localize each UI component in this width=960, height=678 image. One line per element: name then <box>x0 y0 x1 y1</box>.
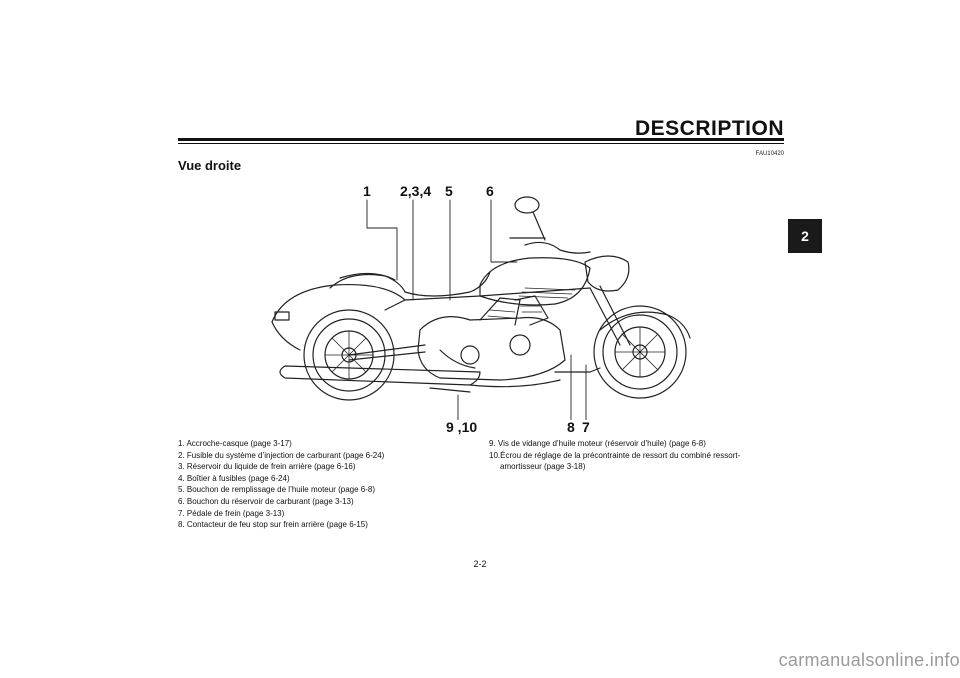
callout-5: 5 <box>445 183 453 199</box>
page-number: 2-2 <box>473 559 487 569</box>
leader-line-6 <box>490 199 518 263</box>
legend-item: 9. Vis de vidange d’huile moteur (réserv… <box>489 439 706 448</box>
leader-line-1 <box>366 199 398 281</box>
reference-code: FAU10420 <box>755 151 784 157</box>
legend-item-continuation: amortisseur (page 3-18) <box>500 462 586 472</box>
legend-item: 10.Écrou de réglage de la précontrainte … <box>489 450 741 460</box>
chapter-tab: 2 <box>788 219 822 253</box>
callout-9-10: 9 ,10 <box>446 419 478 435</box>
callout-7: 7 <box>582 419 590 435</box>
header-rule-thin <box>178 143 784 144</box>
exhaust-pipe <box>279 365 481 386</box>
legend-item: 8. Contacteur de feu stop sur frein arri… <box>178 520 368 530</box>
legend-item: 7. Pédale de frein (page 3-13) <box>178 508 285 518</box>
front-fork <box>589 287 621 346</box>
legend-item: 3. Réservoir du liquide de frein arrière… <box>178 462 356 472</box>
swingarm <box>348 344 426 356</box>
callout-1: 1 <box>363 183 371 199</box>
legend-item: 5. Bouchon de remplissage de l’huile mot… <box>178 485 376 495</box>
tail-light <box>274 311 290 321</box>
callout-2-3-4: 2,3,4 <box>400 183 432 199</box>
front-fender <box>599 311 691 339</box>
legend-item: 1. Accroche-casque (page 3-17) <box>178 439 292 448</box>
seat <box>329 271 491 297</box>
legend-left-column: 1. Accroche-casque (page 3-17) 2. Fusibl… <box>178 438 478 531</box>
motorcycle-right-side-illustration <box>271 196 691 420</box>
legend-item: 2. Fusible du système d’injection de car… <box>178 450 385 460</box>
handlebar <box>524 241 591 254</box>
legend-item: 4. Boîtier à fusibles (page 6-24) <box>178 473 290 483</box>
watermark: carmanualsonline.info <box>778 650 960 670</box>
rear-fender <box>271 283 406 323</box>
section-title: Vue droite <box>178 158 242 173</box>
frame-upper <box>404 287 591 301</box>
legend-item: 6. Bouchon du réservoir de carburant (pa… <box>178 496 354 506</box>
mirror <box>514 196 540 214</box>
header-rule-thick <box>178 138 784 141</box>
legend-right-column: 9. Vis de vidange d’huile moteur (réserv… <box>489 438 789 473</box>
front-wheel <box>593 305 687 399</box>
fuel-tank <box>479 257 591 306</box>
headlight <box>584 255 630 292</box>
callout-8: 8 <box>567 419 575 435</box>
callout-6: 6 <box>486 183 494 199</box>
footrest <box>554 367 601 373</box>
page-header-title: DESCRIPTION <box>634 117 784 140</box>
engine <box>417 316 566 381</box>
